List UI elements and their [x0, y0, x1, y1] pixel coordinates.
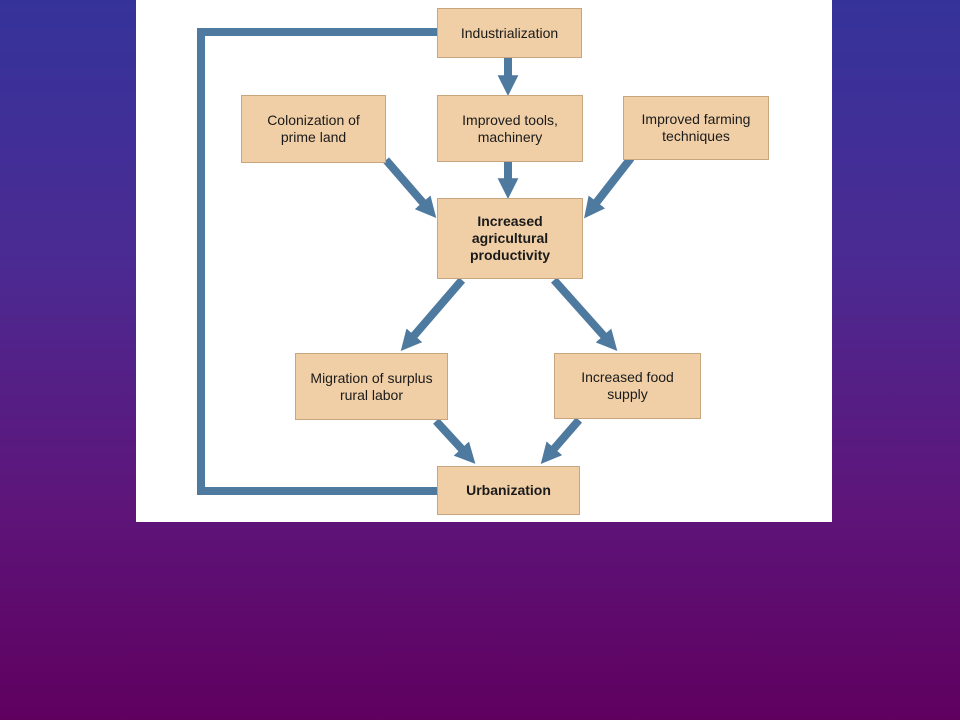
diagram-panel: Industrialization Colonization of prime …	[136, 0, 832, 522]
connector-layer	[197, 28, 635, 495]
arrow-migration-to-urbanization	[433, 418, 476, 464]
arrow-productivity-to-food	[551, 277, 618, 351]
node-increased-productivity: Increased agricultural productivity	[437, 198, 583, 279]
arrow-farming-to-productivity	[584, 155, 635, 219]
feedback-loop-line	[197, 28, 438, 495]
arrow-colonization-to-productivity	[382, 157, 437, 219]
node-industrialization: Industrialization	[437, 8, 582, 58]
node-increased-food-supply: Increased food supply	[554, 353, 701, 419]
node-urbanization: Urbanization	[437, 466, 580, 515]
node-improved-farming: Improved farming techniques	[623, 96, 769, 160]
node-improved-tools: Improved tools, machinery	[437, 95, 583, 162]
arrow-productivity-to-migration	[400, 277, 466, 352]
node-migration: Migration of surplus rural labor	[295, 353, 448, 420]
arrow-food-to-urbanization	[540, 417, 583, 465]
node-colonization: Colonization of prime land	[241, 95, 386, 163]
